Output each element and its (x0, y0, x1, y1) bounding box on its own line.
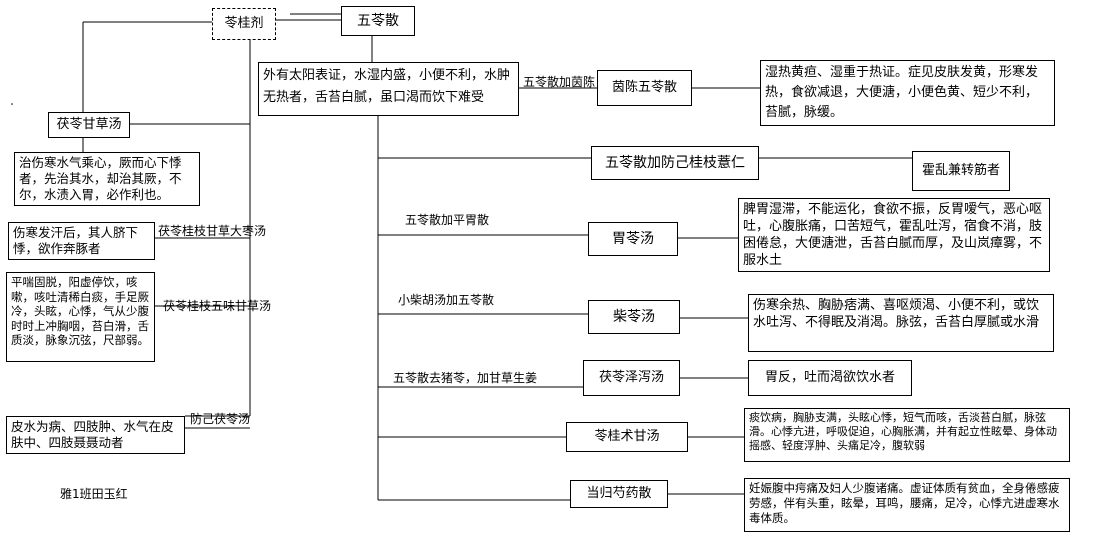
node-fangji-desc-text: 霍乱兼转筋者 (921, 163, 1000, 178)
node-fulinggancao-desc-text: 治伤寒水气乘心，厥而心下悸者，先治其水，却治其厥，不尔，水渍入胃，必作利也。 (19, 155, 182, 202)
node-fangji: 五苓散加防己桂枝薏仁 (591, 146, 759, 180)
edge-label-wuwei: 茯苓桂枝五味甘草汤 (163, 299, 272, 313)
edge-label-yinchen: 五苓散加茵陈 (523, 75, 596, 89)
node-yinchen-desc: 湿热黄疸、湿重于热证。症见皮肤发黄，形寒发热，食欲减退，大便溏，小便色黄、短少不… (760, 60, 1055, 126)
node-root-label: 五苓散 (357, 13, 399, 29)
node-fulinggancao-desc: 治伤寒水气乘心，厥而心下悸者，先治其水，却治其厥，不尔，水渍入胃，必作利也。 (14, 152, 200, 206)
edge-label-weiling: 五苓散加平胃散 (405, 213, 490, 227)
node-center-text: 外有太阳表证，水湿内盛，小便不利，水肿无热者，舌苔白腻，虽口渴而饮下难受 (258, 62, 519, 116)
node-fulinggancao: 茯苓甘草汤 (48, 112, 130, 138)
node-wuwei-desc: 平喘固脱，阳虚停饮，咳嗽，咳吐清稀白痰，手足厥冷，头眩，心悸，气从少腹时时上冲胸… (6, 272, 155, 362)
node-lingguizhugan-label: 苓桂术甘汤 (594, 429, 660, 444)
node-lingguizhugan-desc-text: 痰饮病，胸胁支满，头眩心悸，短气而咳，舌淡苔白腻，脉弦滑。心悸亢进，呼吸促迫，心… (749, 411, 1057, 452)
node-fulingzexie-label: 茯苓泽泻汤 (598, 370, 664, 385)
edge-label-fulingzexie: 五苓散去猪苓，加甘草生姜 (393, 371, 538, 385)
node-danggui-desc-text: 妊娠腹中疞痛及妇人少腹诸痛。虚证体质有贫血，全身倦感疲劳感，伴有头重，眩晕，耳鸣… (749, 481, 1060, 525)
node-weiling: 胃苓汤 (588, 222, 678, 256)
node-danggui-label: 当归芍药散 (586, 486, 652, 501)
node-fangji-fuling-desc-text: 皮水为病、四肢肿、水气在皮肤中、四肢聂聂动者 (11, 419, 174, 450)
edge-label-dazao: 茯苓桂枝甘草大枣汤 (158, 224, 267, 238)
node-lingguizhugan: 苓桂术甘汤 (566, 422, 688, 452)
node-fangji-desc: 霍乱兼转筋者 (912, 151, 1010, 191)
node-yinchen: 茵陈五苓散 (597, 70, 692, 106)
edge-label-chailing: 小柴胡汤加五苓散 (398, 293, 495, 307)
node-danggui: 当归芍药散 (570, 480, 668, 508)
node-chailing-desc-text: 伤寒余热、胸胁痞满、喜呕烦渴、小便不利，或饮水吐泻、不得眠及消渴。脉弦，舌苔白厚… (753, 298, 1040, 330)
node-wuwei-desc-text: 平喘固脱，阳虚停饮，咳嗽，咳吐清稀白痰，手足厥冷，头眩，心悸，气从少腹时时上冲胸… (11, 275, 149, 347)
node-fulinggancao-label: 茯苓甘草汤 (56, 117, 122, 132)
node-chailing: 柴苓汤 (588, 300, 680, 334)
node-weiling-label: 胃苓汤 (612, 231, 654, 247)
node-fangji-fuling-desc: 皮水为病、四肢肿、水气在皮肤中、四肢聂聂动者 (6, 416, 185, 454)
node-center-text-label: 外有太阳表证，水湿内盛，小便不利，水肿无热者，舌苔白腻，虽口渴而饮下难受 (263, 68, 511, 105)
edge-label-fangji-fuling: 防己茯苓汤 (190, 412, 251, 426)
node-fulingzexie-desc: 胃反，吐而渴欲饮水者 (748, 360, 912, 396)
node-chailing-desc: 伤寒余热、胸胁痞满、喜呕烦渴、小便不利，或饮水吐泻、不得眠及消渴。脉弦，舌苔白厚… (748, 294, 1054, 352)
node-linggui-label: 苓桂剂 (224, 16, 264, 31)
node-dazao-desc: 伤寒发汗后，其人脐下悸，欲作奔豚者 (8, 222, 155, 260)
node-weiling-desc: 脾胃湿滞，不能运化，食欲不振，反胃嗳气，恶心呕吐，心腹胀痛，口苦短气，霍乱吐泻，… (738, 198, 1050, 272)
node-linggui: 苓桂剂 (212, 8, 276, 40)
node-weiling-desc-text: 脾胃湿滞，不能运化，食欲不振，反胃嗳气，恶心呕吐，心腹胀痛，口苦短气，霍乱吐泻，… (743, 202, 1043, 268)
node-fulingzexie-desc-text: 胃反，吐而渴欲饮水者 (764, 370, 895, 385)
node-fulingzexie: 茯苓泽泻汤 (583, 360, 680, 396)
node-danggui-desc: 妊娠腹中疞痛及妇人少腹诸痛。虚证体质有贫血，全身倦感疲劳感，伴有头重，眩晕，耳鸣… (744, 478, 1070, 532)
node-root: 五苓散 (341, 6, 415, 36)
node-lingguizhugan-desc: 痰饮病，胸胁支满，头眩心悸，短气而咳，舌淡苔白腻，脉弦滑。心悸亢进，呼吸促迫，心… (744, 408, 1070, 462)
node-chailing-label: 柴苓汤 (613, 309, 655, 325)
author-label: 雅1班田玉红 (60, 487, 128, 501)
node-yinchen-desc-text: 湿热黄疸、湿重于热证。症见皮肤发黄，形寒发热，食欲减退，大便溏，小便色黄、短少不… (765, 65, 1039, 120)
node-fangji-label: 五苓散加防己桂枝薏仁 (605, 155, 745, 171)
node-yinchen-label: 茵陈五苓散 (611, 80, 677, 95)
node-dazao-desc-text: 伤寒发汗后，其人脐下悸，欲作奔豚者 (13, 225, 139, 256)
